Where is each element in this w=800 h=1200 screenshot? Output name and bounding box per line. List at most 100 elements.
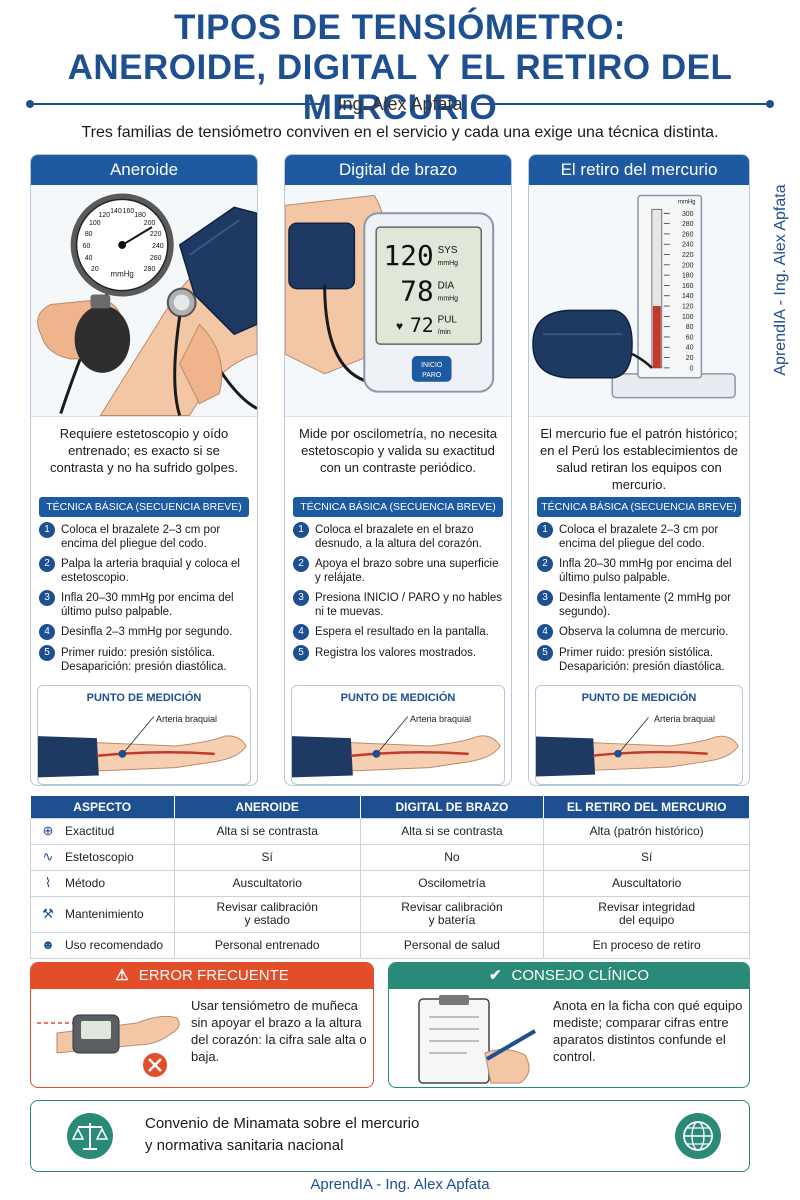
error-box-header: ⚠ERROR FRECUENTE <box>31 963 373 989</box>
target-icon: ⊕ <box>42 823 54 838</box>
scale-label: 20 <box>686 355 694 362</box>
dia-value: 78 <box>400 275 433 308</box>
arm-artery-icon <box>536 717 739 777</box>
gauge-tick-label: 40 <box>85 255 93 262</box>
step-number: 4 <box>293 624 309 640</box>
measurement-point-title: PUNTO DE MEDICIÓN <box>581 692 697 704</box>
globe-icon <box>675 1113 721 1159</box>
table-cell: En proceso de retiro <box>543 931 750 959</box>
card-description: Mide por oscilometría, no necesita estet… <box>299 426 497 475</box>
scale-label: 140 <box>682 293 694 300</box>
sys-unit: mmHg <box>438 260 459 267</box>
table-header-row: ASPECTO ANEROIDE DIGITAL DE BRAZO EL RET… <box>30 796 750 818</box>
scale-label: 80 <box>686 324 694 331</box>
step-number: 4 <box>39 624 55 640</box>
step-number: 1 <box>537 522 553 538</box>
scales-icon <box>67 1113 113 1159</box>
artery-label: Arteria braquial <box>410 714 472 724</box>
mercury-level <box>652 306 661 368</box>
law-box: Convenio de Minamata sobre el mercurio y… <box>30 1100 750 1172</box>
gauge-tick-label: 80 <box>85 231 93 238</box>
pulse-wave-icon: ⌇ <box>44 875 52 890</box>
artery-label: Arteria braquial <box>654 714 716 724</box>
measurement-point-title: PUNTO DE MEDICIÓN <box>340 692 456 704</box>
pul-value: 72 <box>410 314 434 337</box>
gauge-tick-label: 120 <box>99 212 111 219</box>
gauge-tick-label: 180 <box>134 212 146 219</box>
side-watermark-text: AprendIA - Ing. Alex Apfata <box>772 184 789 376</box>
column-header: ANEROIDE <box>174 796 361 818</box>
digital-illustration: 120 SYS mmHg 78 DIA mmHg ♥ 72 PUL /min I… <box>285 185 511 417</box>
table-row: ∿Estetoscopio Sí No Sí <box>30 843 750 871</box>
aspect-cell: ⌇Método <box>30 869 175 897</box>
comparison-table: ASPECTO ANEROIDE DIGITAL DE BRAZO EL RET… <box>30 796 750 959</box>
step-number: 1 <box>293 522 309 538</box>
table-cell: Personal de salud <box>359 931 545 959</box>
column-header: DIGITAL DE BRAZO <box>360 796 545 818</box>
scale-label: 240 <box>682 242 694 249</box>
error-text: Usar tensiómetro de muñeca sin apoyar el… <box>191 998 367 1064</box>
gauge-tick-label: 140 <box>110 208 122 215</box>
title-line-1: TIPOS DE TENSIÓMETRO: <box>174 8 626 47</box>
gauge-tick-label: 240 <box>152 243 164 250</box>
artery-label: Arteria braquial <box>156 714 218 724</box>
step-number: 2 <box>293 556 309 572</box>
gauge-tick-label: 20 <box>91 266 99 273</box>
table-cell: Alta si se contrasta <box>173 817 361 845</box>
tip-box-header: ✔CONSEJO CLÍNICO <box>389 963 749 989</box>
table-cell: No <box>359 843 545 871</box>
table-cell: Sí <box>543 843 750 871</box>
table-row: ☻Uso recomendado Personal entrenado Pers… <box>30 931 750 959</box>
wrist-monitor-icon <box>37 1014 180 1077</box>
scale-label: 40 <box>686 345 694 352</box>
scale-label: 220 <box>682 252 694 259</box>
step-number: 2 <box>39 556 55 572</box>
step-number: 1 <box>39 522 55 538</box>
author-name: Ing. Alex Apfata <box>337 93 463 114</box>
scale-label: 120 <box>682 304 694 311</box>
subtitle: Tres familias de tensiómetro conviven en… <box>81 124 719 141</box>
measurement-point: PUNTO DE MEDICIÓN Arteria braquial <box>535 685 743 785</box>
sys-label: SYS <box>438 245 458 256</box>
step-number: 3 <box>537 590 553 606</box>
aspect-cell: ☻Uso recomendado <box>30 931 175 959</box>
digital-monitor-icon: 120 SYS mmHg 78 DIA mmHg ♥ 72 PUL /min I… <box>285 194 495 393</box>
scale-label: 300 <box>682 211 694 218</box>
law-text: Convenio de Minamata sobre el mercurio y… <box>145 1115 420 1154</box>
gauge-tick-label: 60 <box>83 243 91 250</box>
error-box: ⚠ERROR FRECUENTE Usar tensiómetro de muñ… <box>30 962 374 1088</box>
measurement-point: PUNTO DE MEDICIÓN Arteria braquial <box>291 685 505 785</box>
gauge-tick-label: 200 <box>144 220 156 227</box>
start-label: INICIO <box>421 362 443 369</box>
step-number: 5 <box>293 645 309 661</box>
measurement-point: PUNTO DE MEDICIÓN Arteria braquial <box>37 685 251 785</box>
scale-label: 280 <box>682 221 694 228</box>
aspect-cell: ⚒Mantenimiento <box>30 895 175 933</box>
stop-label: PARO <box>422 372 442 379</box>
tip-text: Anota en la ficha con qué equipo mediste… <box>553 998 743 1064</box>
table-cell: Revisar calibración y estado <box>173 895 361 933</box>
pul-label: PUL <box>438 314 458 325</box>
scale-label: 180 <box>682 273 694 280</box>
card-description: El mercurio fue el patrón histórico; en … <box>539 426 738 492</box>
table-row: ⚒Mantenimiento Revisar calibración y est… <box>30 895 750 933</box>
users-icon: ☻ <box>41 937 55 952</box>
scale-label: 100 <box>682 314 694 321</box>
dia-unit: mmHg <box>438 296 459 303</box>
technique-title: TÉCNICA BÁSICA (SECUENCIA BREVE) <box>39 497 249 517</box>
scale-label: 160 <box>682 283 694 290</box>
table-cell: Alta (patrón histórico) <box>543 817 750 845</box>
clipboard-icon <box>418 995 537 1084</box>
arm-artery-icon <box>38 716 247 778</box>
